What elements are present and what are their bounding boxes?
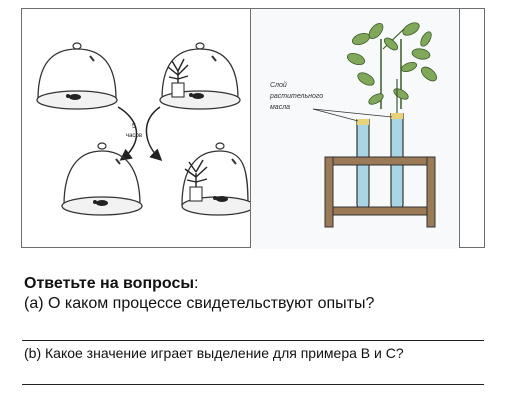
bell-jar-mouse-before [36,42,118,110]
figure-table: 5 часов [21,8,485,249]
bell-jar-mouse-after [61,142,143,216]
oil-label-line: масла [270,104,291,111]
question-b: (b) Какое значение играет выделение для … [24,345,404,361]
test-tube-experiment [251,9,459,249]
label-pointer [312,108,359,122]
oil-label-line: растительного [270,93,324,100]
arrow-left [117,106,138,161]
test-tube-rack [324,156,436,228]
figure-divider [459,9,460,247]
plant-leaves-icon [346,22,438,109]
answer-line-a[interactable] [22,340,484,341]
bell-jar-experiment: 5 часов [36,42,250,216]
time-label-number: 5 [132,123,136,130]
oil-layer-label: Слой растительного масла [270,80,323,113]
question-a: (а) О каком процессе свидетельствуют опы… [24,295,375,312]
oil-label-line: Слой [270,82,287,89]
time-label-unit: часов [126,133,142,139]
questions-heading: Ответьте на вопросы: [24,275,198,293]
answer-line-b[interactable] [22,384,484,385]
bell-jar-plant-mouse-before [159,42,241,110]
label-pointer [312,108,393,118]
bell-jar-plant-mouse-after [181,142,250,216]
questions-heading-colon: : [194,275,199,292]
arrow-right [145,106,163,162]
questions-heading-text: Ответьте на вопросы [24,275,195,292]
figure-divider [250,9,251,247]
